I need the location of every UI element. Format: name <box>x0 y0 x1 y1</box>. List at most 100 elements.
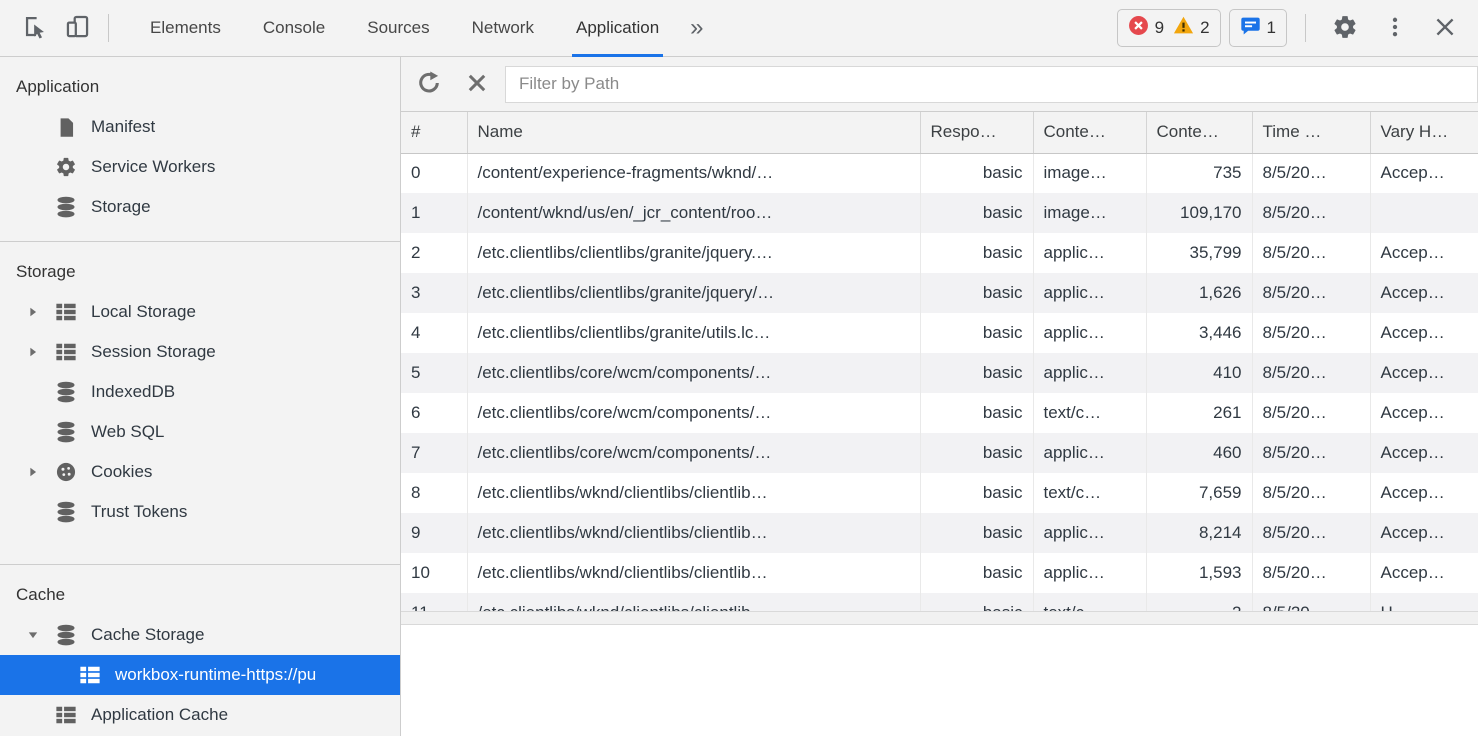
tab-application[interactable]: Application <box>571 0 664 57</box>
message-count: 1 <box>1266 18 1276 37</box>
cell-number: 9 <box>401 513 468 553</box>
col-response-type[interactable]: Respo… <box>920 112 1034 154</box>
cell-content-length: 735 <box>1146 153 1253 193</box>
more-options-button[interactable] <box>1374 7 1416 49</box>
sidebar-item-service-workers[interactable]: Service Workers <box>0 147 400 187</box>
sidebar-item-local-storage[interactable]: Local Storage <box>0 292 400 332</box>
table-row[interactable]: 8/etc.clientlibs/wknd/clientlibs/clientl… <box>401 473 1478 513</box>
close-devtools-button[interactable] <box>1424 7 1466 49</box>
refresh-icon <box>416 70 442 99</box>
cell-response-type: basic <box>920 593 1034 611</box>
toolbar-right: 9 2 <box>1116 0 1478 56</box>
cell-content-type: applic… <box>1033 353 1147 393</box>
cell-number: 8 <box>401 473 468 513</box>
settings-button[interactable] <box>1324 7 1366 49</box>
refresh-button[interactable] <box>409 64 449 104</box>
message-icon <box>1240 15 1261 41</box>
col-content-type[interactable]: Conte… <box>1033 112 1147 154</box>
chevron-right-icon[interactable] <box>26 305 54 319</box>
cell-name: /etc.clientlibs/wknd/clientlibs/clientli… <box>467 473 921 513</box>
cell-time-cached: 8/5/20… <box>1252 473 1371 513</box>
sidebar-item-storage[interactable]: Storage <box>0 187 400 227</box>
cell-content-type: applic… <box>1033 313 1147 353</box>
col-number[interactable]: # <box>401 112 468 154</box>
cell-content-length: 410 <box>1146 353 1253 393</box>
sidebar-item-cookies[interactable]: Cookies <box>0 452 400 492</box>
tab-sources[interactable]: Sources <box>367 18 430 37</box>
cell-time-cached: 8/5/20… <box>1252 233 1371 273</box>
sidebar-item-workbox-runtime-https-pu[interactable]: workbox-runtime-https://pu <box>0 655 400 695</box>
sidebar-item-trust-tokens[interactable]: Trust Tokens <box>0 492 400 532</box>
table-row[interactable]: 10/etc.clientlibs/wknd/clientlibs/client… <box>401 553 1478 593</box>
sidebar-item-indexeddb[interactable]: IndexedDB <box>0 372 400 412</box>
clear-button[interactable] <box>457 64 497 104</box>
sidebar-item-cache-storage[interactable]: Cache Storage <box>0 615 400 655</box>
tab-elements[interactable]: Elements <box>150 18 221 37</box>
section-title: Storage <box>16 262 76 281</box>
horizontal-scrollbar[interactable] <box>401 611 1478 625</box>
table-row[interactable]: 4/etc.clientlibs/clientlibs/granite/util… <box>401 313 1478 353</box>
chevron-right-icon[interactable] <box>26 345 54 359</box>
cell-time-cached: 8/5/20… <box>1252 433 1371 473</box>
toolbar-divider <box>108 14 109 42</box>
warning-count: 2 <box>1200 18 1210 37</box>
cell-number: 4 <box>401 313 468 353</box>
sidebar-item-application-cache[interactable]: Application Cache <box>0 695 400 735</box>
cell-name: /etc.clientlibs/clientlibs/granite/jquer… <box>467 233 921 273</box>
cell-response-type: basic <box>920 513 1034 553</box>
kebab-menu-icon <box>1382 14 1408 43</box>
chevron-down-icon[interactable] <box>26 628 54 642</box>
table-body: 0/content/experience-fragments/wknd/…bas… <box>401 153 1478 611</box>
sidebar-item-label: Application Cache <box>91 705 229 724</box>
sidebar-item-label: Cookies <box>91 462 153 481</box>
cell-content-length: 1,626 <box>1146 273 1253 313</box>
console-issues-badge[interactable]: 9 2 <box>1116 9 1221 47</box>
error-icon <box>1128 15 1149 41</box>
message-badge: 1 <box>1240 15 1276 41</box>
col-content-length[interactable]: Conte… <box>1146 112 1253 154</box>
table-row[interactable]: 5/etc.clientlibs/core/wcm/components/…ba… <box>401 353 1478 393</box>
cell-content-length: 2 <box>1146 593 1253 611</box>
cell-time-cached: 8/5/20… <box>1252 513 1371 553</box>
cell-response-type: basic <box>920 473 1034 513</box>
tab-console[interactable]: Console <box>262 18 326 37</box>
devtools-toolbar: Elements Console Sources Network Application… <box>0 0 1478 57</box>
table-row[interactable]: 9/etc.clientlibs/wknd/clientlibs/clientl… <box>401 513 1478 553</box>
warning-badge: 2 <box>1173 15 1210 41</box>
sidebar-item-manifest[interactable]: Manifest <box>0 107 400 147</box>
table-row[interactable]: 3/etc.clientlibs/clientlibs/granite/jque… <box>401 273 1478 313</box>
table-row[interactable]: 7/etc.clientlibs/core/wcm/components/…ba… <box>401 433 1478 473</box>
filter-by-path-input[interactable] <box>505 65 1478 103</box>
cell-content-length: 261 <box>1146 393 1253 433</box>
sidebar-item-session-storage[interactable]: Session Storage <box>0 332 400 372</box>
inspect-element-button[interactable] <box>14 7 56 49</box>
table-icon <box>54 703 78 727</box>
table-row[interactable]: 11/etc.clientlibs/wknd/clientlibs/client… <box>401 593 1478 611</box>
cell-vary-header: Accep… <box>1380 443 1445 462</box>
table-row[interactable]: 0/content/experience-fragments/wknd/…bas… <box>401 153 1478 193</box>
sidebar-item-label: IndexedDB <box>91 382 176 401</box>
database-icon <box>54 380 78 404</box>
cell-content-type: applic… <box>1033 513 1147 553</box>
cell-response-type: basic <box>920 553 1034 593</box>
col-vary-header[interactable]: Vary H… <box>1370 112 1478 154</box>
preview-pane <box>401 625 1478 736</box>
cell-number: 10 <box>401 553 468 593</box>
tab-network[interactable]: Network <box>471 18 534 37</box>
chevron-right-icon[interactable] <box>26 465 54 479</box>
cell-content-type: applic… <box>1033 433 1147 473</box>
col-time-cached[interactable]: Time … <box>1252 112 1371 154</box>
cell-content-type: applic… <box>1033 553 1147 593</box>
table-row[interactable]: 2/etc.clientlibs/clientlibs/granite/jque… <box>401 233 1478 273</box>
more-tabs-button[interactable]: » <box>682 14 711 42</box>
table-row[interactable]: 6/etc.clientlibs/core/wcm/components/…ba… <box>401 393 1478 433</box>
cell-number: 5 <box>401 353 468 393</box>
toggle-device-toolbar-button[interactable] <box>56 7 98 49</box>
table-row[interactable]: 1/content/wknd/us/en/_jcr_content/roo…ba… <box>401 193 1478 233</box>
cell-content-length: 3,446 <box>1146 313 1253 353</box>
sidebar-item-web-sql[interactable]: Web SQL <box>0 412 400 452</box>
console-messages-badge[interactable]: 1 <box>1228 9 1287 47</box>
col-name[interactable]: Name <box>467 112 921 154</box>
